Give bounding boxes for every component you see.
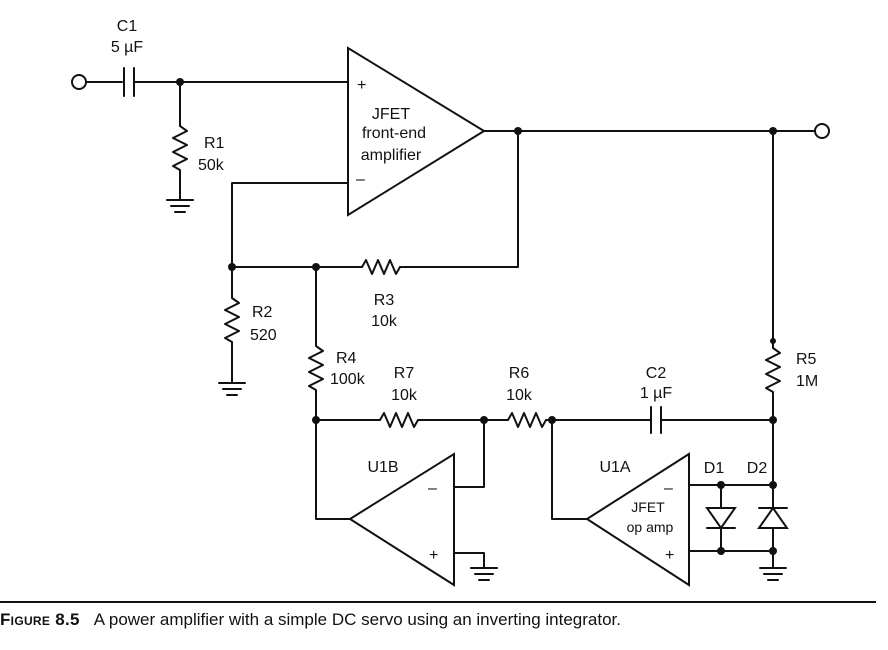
resistor-r5 <box>765 130 781 421</box>
d1-ref: D1 <box>704 460 725 477</box>
u1b-minus-sign: – <box>428 480 437 497</box>
circuit-schematic: C1 5 µF R1 50k + – JFET front-end amplif… <box>71 18 830 587</box>
input-terminal[interactable] <box>71 74 87 90</box>
jfet-front-end-amplifier <box>347 46 486 217</box>
amp-label-line2: front-end <box>362 125 426 142</box>
u1a-minus-sign: – <box>664 480 673 497</box>
r2-ref: R2 <box>252 304 273 321</box>
figure-caption: Figure 8.5 A power amplifier with a simpl… <box>0 601 876 630</box>
c1-value: 5 µF <box>111 39 144 56</box>
op-amp-u1a <box>585 452 690 587</box>
u1a-label-line1: JFET <box>631 499 665 515</box>
r5-ref: R5 <box>796 351 817 368</box>
amp-plus-sign: + <box>357 77 366 94</box>
resistor-r6 <box>507 412 547 428</box>
u1b-ref: U1B <box>367 459 398 476</box>
wire-feedback-output <box>399 130 519 268</box>
r4-value: 100k <box>330 371 366 388</box>
r6-value: 10k <box>506 387 533 404</box>
wire-u1b-output <box>315 419 351 520</box>
resistor-r1 <box>172 81 188 201</box>
resistor-r4 <box>308 266 324 421</box>
wire-u1a-plus <box>688 550 774 569</box>
r6-ref: R6 <box>509 365 530 382</box>
resistor-r3 <box>361 259 401 275</box>
r3-ref: R3 <box>374 292 395 309</box>
wire-u1b-plus-ground <box>453 552 485 569</box>
c2-value: 1 µF <box>640 385 673 402</box>
r7-value: 10k <box>391 387 418 404</box>
wire-amp-minus-input <box>231 182 349 268</box>
resistor-r2 <box>224 266 240 384</box>
capacitor-c2 <box>650 406 662 434</box>
r2-value: 520 <box>250 327 277 344</box>
c2-ref: C2 <box>646 365 667 382</box>
resistor-r7 <box>379 412 419 428</box>
r3-value: 10k <box>371 313 398 330</box>
wire-u1a-output <box>551 419 588 520</box>
amp-label-line1: JFET <box>372 106 410 123</box>
r1-value: 50k <box>198 157 225 174</box>
r4-ref: R4 <box>336 350 357 367</box>
amp-minus-sign: – <box>356 171 365 188</box>
r1-ref: R1 <box>204 135 225 152</box>
r5-value: 1M <box>796 373 818 390</box>
diode-d2 <box>757 484 789 552</box>
figure-caption-text: A power amplifier with a simple DC servo… <box>93 610 621 629</box>
junction-node <box>770 338 776 344</box>
diode-d1 <box>705 484 737 552</box>
ground-symbol <box>759 567 787 581</box>
capacitor-c1 <box>123 67 135 97</box>
u1b-plus-sign: + <box>429 547 438 564</box>
amp-label-line3: amplifier <box>361 147 422 164</box>
figure-label: Figure 8.5 <box>0 610 80 629</box>
u1a-ref: U1A <box>599 459 630 476</box>
r7-ref: R7 <box>394 365 415 382</box>
ground-symbol <box>470 567 498 581</box>
output-terminal[interactable] <box>814 123 830 139</box>
u1a-plus-sign: + <box>665 547 674 564</box>
ground-symbol <box>218 382 246 396</box>
wire-u1b-minus <box>453 419 485 488</box>
c1-ref: C1 <box>117 18 138 35</box>
op-amp-u1b <box>348 452 455 587</box>
ground-symbol <box>166 199 194 213</box>
d2-ref: D2 <box>747 460 768 477</box>
u1a-label-line2: op amp <box>627 519 674 535</box>
